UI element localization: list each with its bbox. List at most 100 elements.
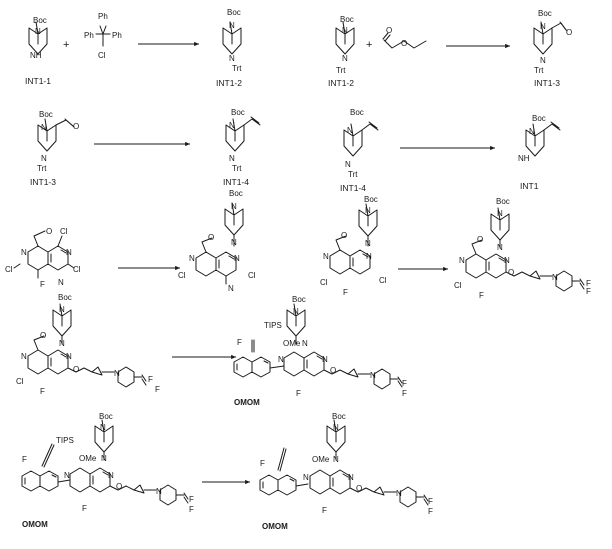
nitrogen-label: N	[370, 371, 376, 380]
nitrogen-label: N	[342, 26, 348, 35]
oxygen-label: O	[40, 331, 46, 340]
nitrogen-label: N	[497, 243, 503, 252]
oxygen-label: O	[401, 39, 407, 48]
cl-label: Cl	[178, 271, 186, 280]
nitrogen-label: N	[345, 160, 351, 169]
compound-boc-dichloro-intermediate: Boc N N O N N Cl Cl N	[178, 189, 256, 293]
nitrogen-label: N	[365, 206, 371, 215]
compound-int1-2: Boc N N Trt INT1-2	[216, 8, 242, 88]
compound-int1-3: Boc N O N Trt INT1-3	[533, 9, 572, 88]
oxygen-label: O	[73, 122, 79, 131]
nitrogen-label: N	[303, 473, 309, 482]
trt-label: Trt	[232, 64, 242, 73]
trt-label: Trt	[232, 164, 242, 173]
nitrogen-label: N	[323, 252, 329, 261]
omom-label: OMOM	[262, 522, 288, 531]
nitrogen-label: N	[293, 307, 299, 316]
nitrogen-label: N	[64, 471, 70, 480]
ph-label-left: Ph	[84, 31, 94, 40]
oxygen-label: O	[116, 482, 122, 491]
nitrogen-label: N	[21, 352, 27, 361]
boc-label: Boc	[39, 110, 53, 119]
fluorine-label: F	[82, 504, 87, 513]
oxygen-label: O	[73, 365, 79, 374]
tips-label: TIPS	[264, 321, 282, 330]
nitrogen-label: N	[66, 352, 72, 361]
nitrogen-label: N	[41, 123, 47, 132]
nitrogen-label: N	[504, 256, 510, 265]
cl-label: Cl	[60, 227, 68, 236]
compound-int1: Boc N NH INT1	[518, 114, 561, 191]
trt-label: Trt	[37, 164, 47, 173]
cl-label: Cl	[379, 276, 387, 285]
fluorine-label: F	[189, 505, 194, 514]
oxygen-label: O	[330, 366, 336, 375]
trt-label: Trt	[348, 170, 358, 179]
nitrogen-label: N	[229, 121, 235, 130]
nitrogen-label: N	[59, 305, 65, 314]
fluorine-label: F	[22, 455, 27, 464]
nitrogen-label: N	[396, 489, 402, 498]
nitrogen-label: N	[59, 339, 65, 348]
nitrogen-label: N	[231, 238, 237, 247]
cl-label: Cl	[73, 265, 81, 274]
nitrogen-label: N	[189, 254, 195, 263]
nitrogen-label: N	[278, 355, 284, 364]
nitrogen-label: N	[552, 273, 558, 282]
nitrogen-label: N	[234, 254, 240, 263]
nh-label: NH	[518, 154, 530, 163]
cl-label: Cl	[5, 265, 13, 274]
reaction-6: Boc N N O N N Cl Cl F Boc N N O N N Cl F…	[320, 195, 591, 300]
fluorine-label: F	[237, 338, 242, 347]
boc-label: Boc	[532, 114, 546, 123]
nitrogen-label: N	[101, 454, 107, 463]
compound-int1-2-reactant: Boc N N Trt INT1-2	[328, 15, 355, 88]
fluorine-label: F	[40, 280, 45, 289]
cl-label: Cl	[98, 51, 106, 60]
nitrogen-label: N	[529, 127, 535, 136]
nitrogen-label: N	[302, 339, 308, 348]
nitrogen-label: N	[459, 256, 465, 265]
boc-label: Boc	[33, 16, 47, 25]
oxygen-label: O	[386, 26, 392, 35]
fluorine-label: F	[343, 288, 348, 297]
nitrogen-label: N	[66, 248, 72, 257]
nitrogen-label: N	[322, 355, 328, 364]
plus-sign: +	[366, 39, 372, 51]
cl-label: Cl	[320, 278, 328, 287]
caption-int1: INT1	[520, 181, 539, 191]
compound-int1-4: Boc N N Trt INT1-4	[223, 108, 261, 187]
nitrogen-label: N	[333, 423, 339, 432]
compound-tips-naphthyl-reactant: TIPS Boc N F OMe N N N O F N F F OMOM	[21, 412, 194, 529]
reaction-7: Boc N N O N N Cl F O N F F TIPS Boc N F	[16, 293, 407, 407]
nitrogen-label: N	[229, 21, 235, 30]
nitrogen-label: N	[348, 473, 354, 482]
reaction-1: Boc N NH INT1-1 + Ph Ph Ph Cl Boc N N Tr…	[25, 8, 242, 88]
caption-int1-3: INT1-3	[30, 177, 56, 187]
compound-difluoro-piperidine-intermediate: Boc N N O N N Cl F O N F F	[454, 197, 591, 300]
nitrogen-label: N	[229, 54, 235, 63]
caption-int1-1: INT1-1	[25, 76, 51, 86]
boc-label: Boc	[340, 15, 354, 24]
compound-difluoro-piperidine-reactant: Boc N N O N N Cl F O N F F	[16, 293, 160, 396]
caption-int1-3: INT1-3	[534, 78, 560, 88]
reaction-4: Boc N N Trt INT1-4 Boc N NH INT1	[340, 108, 561, 193]
fluorine-label: F	[189, 495, 194, 504]
boc-label: Boc	[538, 9, 552, 18]
oxygen-label: O	[477, 235, 483, 244]
boc-label: Boc	[231, 108, 245, 117]
fluorine-label: F	[322, 506, 327, 515]
compound-trichloro-pyridopyrimidine: O Cl N N Cl Cl F N	[5, 227, 81, 289]
oxygen-label: O	[341, 231, 347, 240]
fluorine-label: F	[40, 387, 45, 396]
fluorine-label: F	[296, 389, 301, 398]
compound-trityl-chloride: Ph Ph Ph Cl	[84, 12, 122, 60]
ome-label: OMe	[283, 339, 301, 348]
oxygen-label: O	[356, 484, 362, 493]
reaction-5: O Cl N N Cl Cl F N Boc N N O N N Cl Cl N	[5, 189, 256, 293]
oxygen-label: O	[566, 28, 572, 37]
fluorine-label: F	[586, 279, 591, 288]
omom-label: OMOM	[22, 520, 48, 529]
ome-label: OMe	[79, 454, 97, 463]
nitrogen-label: N	[229, 154, 235, 163]
